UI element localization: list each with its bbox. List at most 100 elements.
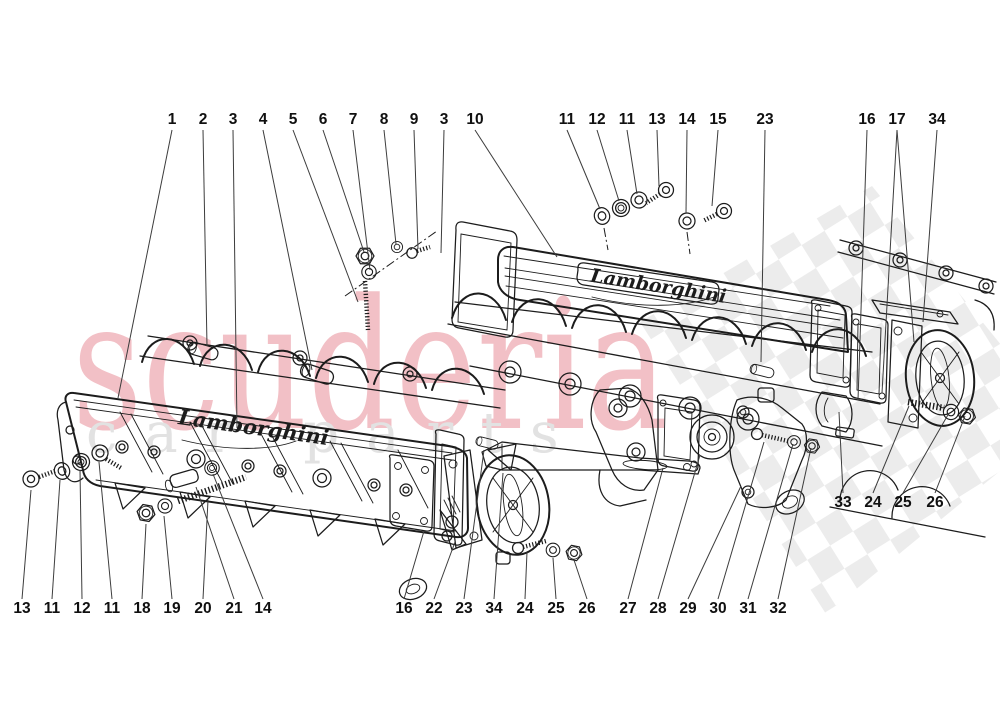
leader-line (657, 454, 701, 600)
screw-9 (406, 244, 431, 259)
callout-number: 17 (888, 111, 905, 128)
callout-number: 32 (769, 600, 786, 617)
callout-15: 15 (709, 111, 727, 207)
callout-number: 26 (926, 494, 944, 511)
callout-number: 12 (73, 600, 90, 617)
leader-line (687, 485, 742, 600)
leader-line (685, 129, 688, 214)
leader-line (747, 443, 794, 600)
water-outlet-cluster (590, 387, 822, 515)
callout-6: 6 (319, 111, 365, 253)
callout-3: 3 (229, 111, 238, 429)
leader-line (21, 489, 32, 600)
callout-13: 13 (13, 489, 32, 617)
callout-number: 27 (619, 600, 636, 617)
banjo-bolt-13 (644, 181, 675, 205)
gasket-plate (451, 221, 518, 338)
leader-line (573, 559, 588, 600)
banjo-bolt-15 (701, 202, 733, 224)
leader-line (440, 129, 445, 254)
leader-line (322, 129, 365, 253)
callout-29: 29 (679, 485, 742, 617)
callout-16: 16 (857, 111, 876, 401)
leader-line (463, 449, 485, 600)
leader-line (857, 129, 868, 401)
callout-number: 25 (547, 600, 565, 617)
callout-number: 30 (709, 600, 726, 617)
leader-line (212, 473, 264, 600)
callout-5: 5 (289, 111, 359, 303)
callout-number: 13 (13, 600, 31, 617)
callout-34: 34 (485, 472, 504, 617)
leader-line (51, 479, 61, 600)
leader-line (232, 129, 238, 429)
callout-number: 26 (578, 600, 596, 617)
leader-line (474, 129, 558, 258)
leader-line (79, 469, 83, 600)
callout-number: 6 (319, 111, 328, 128)
callout-8: 8 (380, 111, 397, 245)
callout-number: 1 (168, 111, 177, 128)
leader-line (934, 415, 966, 494)
leader-line (202, 129, 208, 347)
leader-line (202, 499, 209, 600)
callout-18: 18 (133, 523, 151, 617)
callout-number: 13 (648, 111, 666, 128)
cover-ribs (119, 411, 429, 509)
callout-16: 16 (395, 530, 425, 617)
callout-26: 26 (926, 415, 966, 511)
callout-3: 3 (440, 111, 449, 254)
leader-line (413, 129, 419, 250)
callout-26: 26 (573, 559, 596, 617)
leader-line (262, 129, 313, 371)
callout-11: 11 (619, 111, 638, 195)
leader-line (881, 129, 898, 394)
callout-22: 22 (425, 541, 456, 617)
leader-line (195, 486, 235, 600)
stud-washer-nut-24-25-26-right (907, 398, 978, 426)
watermark-subword: car parts (86, 401, 586, 466)
leader-line (902, 412, 950, 494)
gasket-27 (656, 394, 701, 472)
cover-gussets (114, 482, 406, 546)
callout-13: 13 (648, 111, 666, 187)
leader-line (566, 129, 601, 210)
watermark-word: scuderia (72, 262, 668, 471)
callout-34: 34 (922, 111, 946, 323)
callout-23: 23 (756, 111, 774, 363)
throttle-body-left (439, 435, 701, 565)
callout-number: 28 (649, 600, 667, 617)
callout-number: 23 (455, 600, 473, 617)
callout-number: 19 (163, 600, 181, 617)
callout-27: 27 (619, 467, 664, 617)
union-fittings-cluster (591, 181, 733, 255)
callout-number: 8 (380, 111, 389, 128)
callout-number: 7 (349, 111, 358, 128)
callout-number: 10 (466, 111, 483, 128)
rear-manifold-body (447, 239, 997, 538)
front-manifold-body (139, 230, 506, 409)
screw-washer-nut-30-31-32 (750, 427, 822, 455)
callout-number: 4 (259, 111, 268, 128)
callout-number: 15 (709, 111, 727, 128)
callout-number: 24 (864, 494, 882, 511)
callout-17: 17 (881, 111, 915, 394)
throttle-linkage-22 (439, 495, 467, 551)
callout-number: 11 (104, 600, 121, 617)
leader-line (98, 461, 113, 600)
callout-number: 2 (199, 111, 208, 128)
callout-number: 18 (133, 600, 151, 617)
callout-24: 24 (864, 405, 910, 511)
callout-12: 12 (588, 111, 620, 202)
callout-number: 34 (485, 600, 503, 617)
leader-line (626, 129, 638, 195)
leader-line (352, 129, 371, 271)
callout-number: 16 (858, 111, 876, 128)
washer-19 (157, 498, 173, 514)
nut-18 (135, 503, 157, 523)
thermostat-28 (689, 414, 735, 460)
callout-number: 22 (425, 600, 442, 617)
leader-line (163, 515, 173, 600)
